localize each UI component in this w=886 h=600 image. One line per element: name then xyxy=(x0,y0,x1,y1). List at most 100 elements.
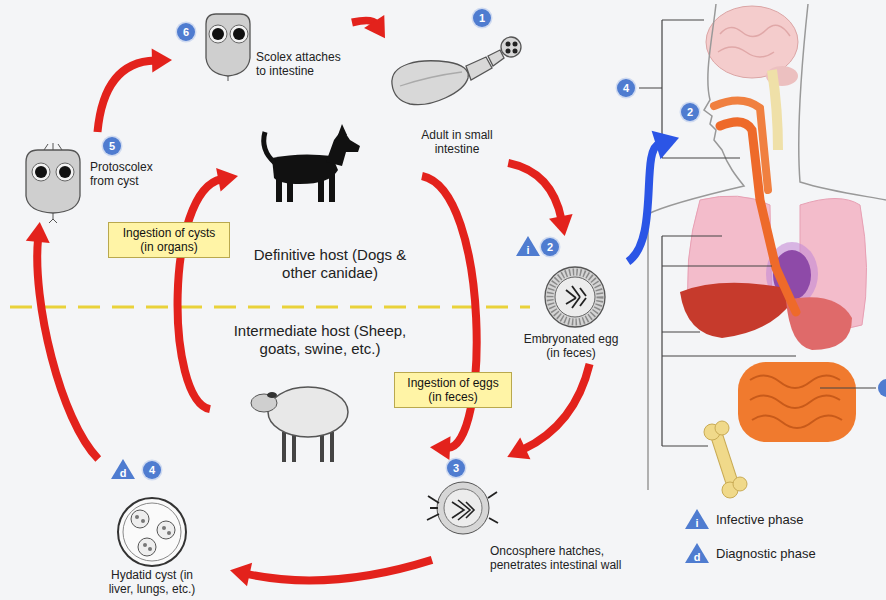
dog-silhouette xyxy=(326,132,360,166)
leader-line xyxy=(662,236,796,446)
host-label: Definitive host (Dogs & other canidae) xyxy=(240,246,420,282)
stage-node: 3Oncosphere hatches, penetrates intestin… xyxy=(432,457,647,578)
oncosphere xyxy=(437,482,489,534)
dog-silhouette xyxy=(287,178,293,202)
leader-line xyxy=(639,20,876,446)
host-divider xyxy=(10,307,530,308)
adult-worm xyxy=(392,61,468,105)
embryonated-egg xyxy=(555,277,595,317)
callout-number: 5 xyxy=(103,137,121,155)
cycle-arrow xyxy=(352,15,385,38)
arrow-line xyxy=(178,179,222,409)
callout-dot xyxy=(878,379,886,397)
arrow-line xyxy=(37,239,98,459)
hydatid-cyst xyxy=(162,526,166,530)
stage-node: 5Protoscolex from cyst xyxy=(15,132,180,222)
protoscolex xyxy=(32,163,50,181)
hydatid-cyst xyxy=(135,515,139,519)
hydatid-cyst xyxy=(143,543,147,547)
arrow-line xyxy=(523,364,590,450)
cycle-arrow xyxy=(507,364,589,459)
arrow-head xyxy=(507,438,530,460)
arrow-head xyxy=(430,436,451,460)
dog-silhouette xyxy=(318,176,324,202)
protoscolex xyxy=(56,163,74,181)
phase-triangle xyxy=(685,509,709,529)
arrow-head xyxy=(652,131,679,160)
adult-worm xyxy=(400,72,462,86)
dog-silhouette xyxy=(276,176,282,202)
oncosphere xyxy=(427,482,498,534)
hydatid-cyst xyxy=(118,498,186,566)
cycle-arrow xyxy=(422,176,477,460)
embryonated-egg xyxy=(550,272,600,322)
hydatid-cyst xyxy=(131,510,149,528)
human-figure xyxy=(718,25,790,57)
protoscolex xyxy=(44,143,62,223)
dog-silhouette xyxy=(329,174,335,202)
host-node: Definitive host (Dogs & other canidae) xyxy=(238,128,422,288)
arrow-head xyxy=(230,563,252,586)
dog-silhouette xyxy=(264,132,275,163)
scolex xyxy=(233,28,245,40)
protoscolex xyxy=(26,150,80,213)
human-figure xyxy=(720,122,796,312)
cycle-arrow xyxy=(178,168,238,409)
dog-silhouette xyxy=(338,124,347,135)
human-figure xyxy=(715,421,729,435)
human-node: 2 xyxy=(679,80,886,505)
adult-worm xyxy=(501,37,521,57)
embryonated-egg xyxy=(566,286,586,308)
arrow-head xyxy=(152,49,172,73)
adult-worm xyxy=(392,37,521,105)
scolex xyxy=(206,14,250,81)
phase-triangle xyxy=(516,236,540,256)
human-figure xyxy=(772,70,778,150)
callout-number: 4 xyxy=(617,79,635,97)
hydatid-cyst xyxy=(123,503,181,561)
phase-marker: i xyxy=(686,516,708,530)
scolex xyxy=(212,28,224,40)
hydatid-cyst xyxy=(141,519,145,523)
stage-caption: Oncosphere hatches, penetrates intestina… xyxy=(490,544,642,572)
human-figure xyxy=(733,477,747,491)
scolex xyxy=(209,25,227,43)
infection-arrow xyxy=(628,131,679,262)
phase-marker: i xyxy=(517,243,539,257)
scolex xyxy=(230,25,248,43)
arrow-head xyxy=(216,168,238,192)
callout-number: 2 xyxy=(681,103,699,121)
hydatid-cyst xyxy=(167,531,171,535)
callout-number: 1 xyxy=(473,9,491,27)
edge-label: Ingestion of cysts (in organs) xyxy=(108,222,230,258)
human-figure xyxy=(799,4,886,200)
human-figure xyxy=(750,375,842,428)
callout-number: 2 xyxy=(541,238,559,256)
protoscolex xyxy=(26,143,80,223)
embryonated-egg xyxy=(545,267,605,327)
stage-node: 4Hydatid cyst (in liver, lungs, etc.) xyxy=(75,459,230,598)
host-label: Intermediate host (Sheep, goats, swine, … xyxy=(212,322,428,358)
cycle-arrow xyxy=(230,560,432,586)
adult-worm xyxy=(466,57,492,80)
callout-number: 4 xyxy=(143,461,161,479)
stage-caption: Scolex attaches to intestine xyxy=(256,50,348,78)
oncosphere xyxy=(452,500,474,520)
legend-text: Diagnostic phase xyxy=(716,546,816,562)
arrow-head xyxy=(549,214,573,236)
callout-dot xyxy=(878,379,886,397)
stage-caption: Hydatid cyst (in liver, lungs, etc.) xyxy=(100,568,205,596)
sheep-figure xyxy=(251,387,348,462)
scolex xyxy=(206,14,250,76)
sheep-figure xyxy=(267,392,277,398)
human-figure xyxy=(648,4,886,498)
stage-node: 2Embryonated egg (in feces) xyxy=(515,236,628,364)
stage-caption: Protoscolex from cyst xyxy=(90,160,175,188)
arrow-line xyxy=(98,61,156,132)
arrow-head xyxy=(364,15,385,38)
adult-worm xyxy=(506,49,511,54)
embryonated-egg xyxy=(545,267,605,327)
hydatid-cyst xyxy=(118,498,186,566)
